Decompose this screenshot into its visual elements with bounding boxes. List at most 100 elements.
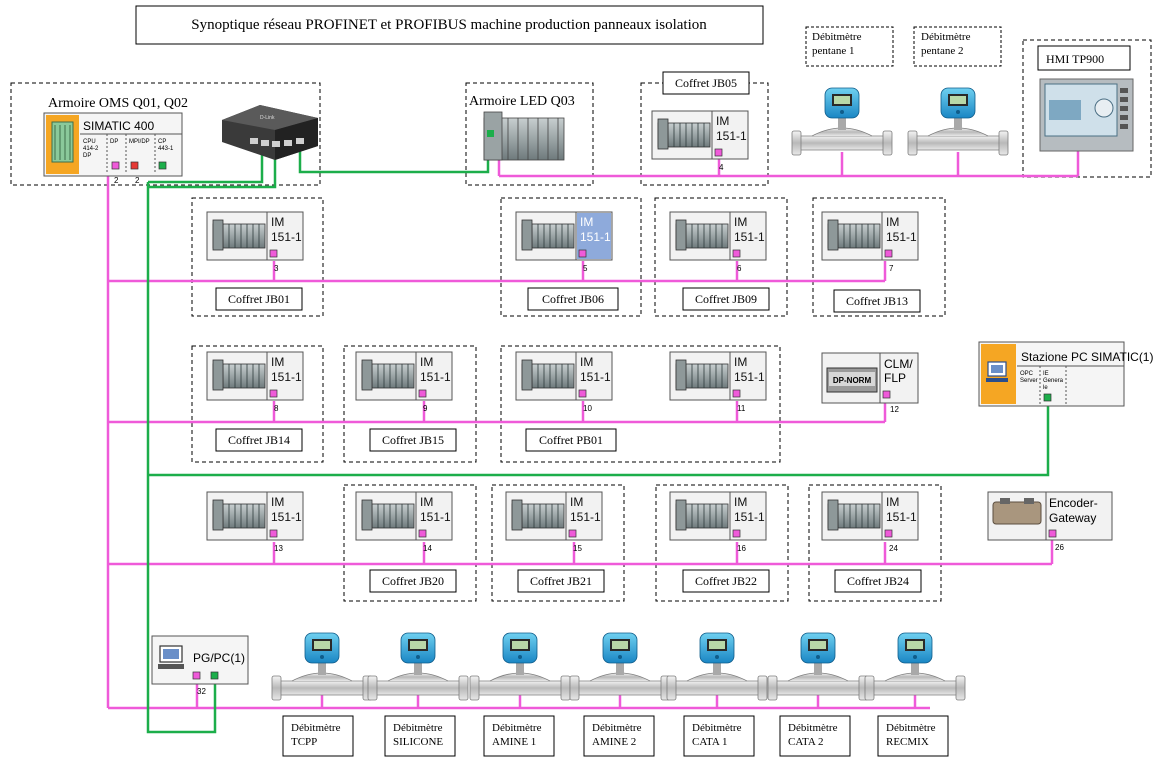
frame-jb06 bbox=[500, 197, 642, 317]
flowmeter-bottom-7[interactable] bbox=[864, 632, 966, 701]
pc-station-simatic[interactable]: Stazione PC SIMATIC(1) OPC Server IE Gen… bbox=[978, 341, 1153, 407]
plc-simatic-400[interactable]: SIMATIC 400 CPU 414-2 DP DP MPI/DP CP 44… bbox=[43, 112, 183, 185]
im-port[interactable] bbox=[732, 249, 741, 258]
im-port[interactable] bbox=[714, 148, 723, 157]
pg-pc-station[interactable]: PG/PC(1) 32 bbox=[151, 635, 249, 696]
coffret-label-jb21: Coffret JB21 bbox=[517, 569, 605, 593]
im-port[interactable] bbox=[418, 389, 427, 398]
im-label: IM bbox=[271, 215, 284, 229]
encoder-gateway[interactable]: Encoder- Gateway 26 bbox=[987, 491, 1113, 552]
im-address: 5 bbox=[583, 264, 588, 273]
im-label: IM bbox=[734, 355, 747, 369]
svg-text:Coffret JB05: Coffret JB05 bbox=[675, 76, 737, 90]
led-cabinet-plc[interactable] bbox=[483, 111, 565, 161]
flowmeter-bottom-1[interactable] bbox=[271, 632, 373, 701]
coffret-label-jb24: Coffret JB24 bbox=[834, 569, 922, 593]
flowmeter-top-1[interactable] bbox=[791, 87, 893, 156]
svg-text:Débitmètre: Débitmètre bbox=[788, 722, 838, 734]
im-port[interactable] bbox=[884, 529, 893, 538]
flowmeter-bottom-6[interactable] bbox=[767, 632, 869, 701]
encoder-port[interactable] bbox=[1048, 529, 1057, 538]
im-label: IM bbox=[271, 355, 284, 369]
flowmeter-top-2[interactable] bbox=[907, 87, 1009, 156]
im-port[interactable] bbox=[884, 249, 893, 258]
svg-text:414-2: 414-2 bbox=[83, 146, 99, 152]
svg-text:Coffret PB01: Coffret PB01 bbox=[539, 433, 603, 447]
im-label-sub: 151-1 bbox=[420, 510, 451, 524]
im-port[interactable] bbox=[568, 529, 577, 538]
im-label: IM bbox=[570, 495, 583, 509]
pgpc-profinet-port[interactable] bbox=[210, 671, 219, 680]
im-port[interactable] bbox=[578, 249, 587, 258]
plc-mpi-port[interactable] bbox=[130, 161, 139, 170]
flowmeter-bottom-3[interactable] bbox=[469, 632, 571, 701]
im-label-sub: 151-1 bbox=[734, 510, 765, 524]
im-address: 24 bbox=[889, 544, 898, 553]
hmi-tp900[interactable]: HMI TP900 bbox=[1037, 45, 1134, 152]
encoder-label-1: Encoder- bbox=[1049, 496, 1098, 510]
flowmeter-bottom-5[interactable] bbox=[666, 632, 768, 701]
profinet-network bbox=[146, 150, 1050, 734]
clm-label-1: CLM/ bbox=[884, 357, 913, 371]
frame-jb09 bbox=[654, 197, 788, 317]
pc-ie-port[interactable] bbox=[1043, 393, 1052, 402]
im-label-sub: 151-1 bbox=[271, 230, 302, 244]
im-port[interactable] bbox=[732, 389, 741, 398]
clm-port[interactable] bbox=[882, 390, 891, 399]
plc-dp-address: 2 bbox=[114, 176, 119, 185]
hmi-label: HMI TP900 bbox=[1046, 52, 1104, 66]
im-port[interactable] bbox=[269, 529, 278, 538]
plc-dp-port[interactable] bbox=[111, 161, 120, 170]
network-switch[interactable]: D-Link bbox=[222, 105, 318, 160]
svg-text:Débitmètre: Débitmètre bbox=[921, 31, 971, 43]
coffret-label-pb01: Coffret PB01 bbox=[525, 428, 617, 452]
svg-text:Coffret JB06: Coffret JB06 bbox=[542, 292, 604, 306]
frame-jb01 bbox=[191, 197, 324, 317]
flowmeter-bottom-4[interactable] bbox=[569, 632, 671, 701]
im-port[interactable] bbox=[269, 249, 278, 258]
im-label-sub: 151-1 bbox=[271, 370, 302, 384]
im-port[interactable] bbox=[732, 529, 741, 538]
im-label-sub: 151-1 bbox=[580, 230, 611, 244]
flowmeter-bottom-2[interactable] bbox=[367, 632, 469, 701]
im-port[interactable] bbox=[418, 529, 427, 538]
svg-text:Débitmètre: Débitmètre bbox=[291, 722, 341, 734]
frame-jb14 bbox=[191, 345, 324, 463]
pgpc-profibus-port[interactable] bbox=[192, 671, 201, 680]
im-port[interactable] bbox=[269, 389, 278, 398]
pc-station-title: Stazione PC SIMATIC(1) bbox=[1021, 350, 1153, 364]
im-port[interactable] bbox=[578, 389, 587, 398]
plc-dp-label: DP bbox=[110, 139, 118, 145]
im-label: IM bbox=[716, 114, 729, 128]
plc-cp-port[interactable] bbox=[158, 161, 167, 170]
im-label: IM bbox=[420, 495, 433, 509]
svg-text:Coffret JB13: Coffret JB13 bbox=[846, 294, 908, 308]
svg-text:Débitmètre: Débitmètre bbox=[492, 722, 542, 734]
im-label: IM bbox=[886, 215, 899, 229]
clm-flp-device[interactable]: DP-NORM CLM/ FLP 12 bbox=[821, 352, 919, 414]
pc-ie-label: IE bbox=[1043, 371, 1049, 377]
svg-text:Débitmètre: Débitmètre bbox=[812, 31, 862, 43]
